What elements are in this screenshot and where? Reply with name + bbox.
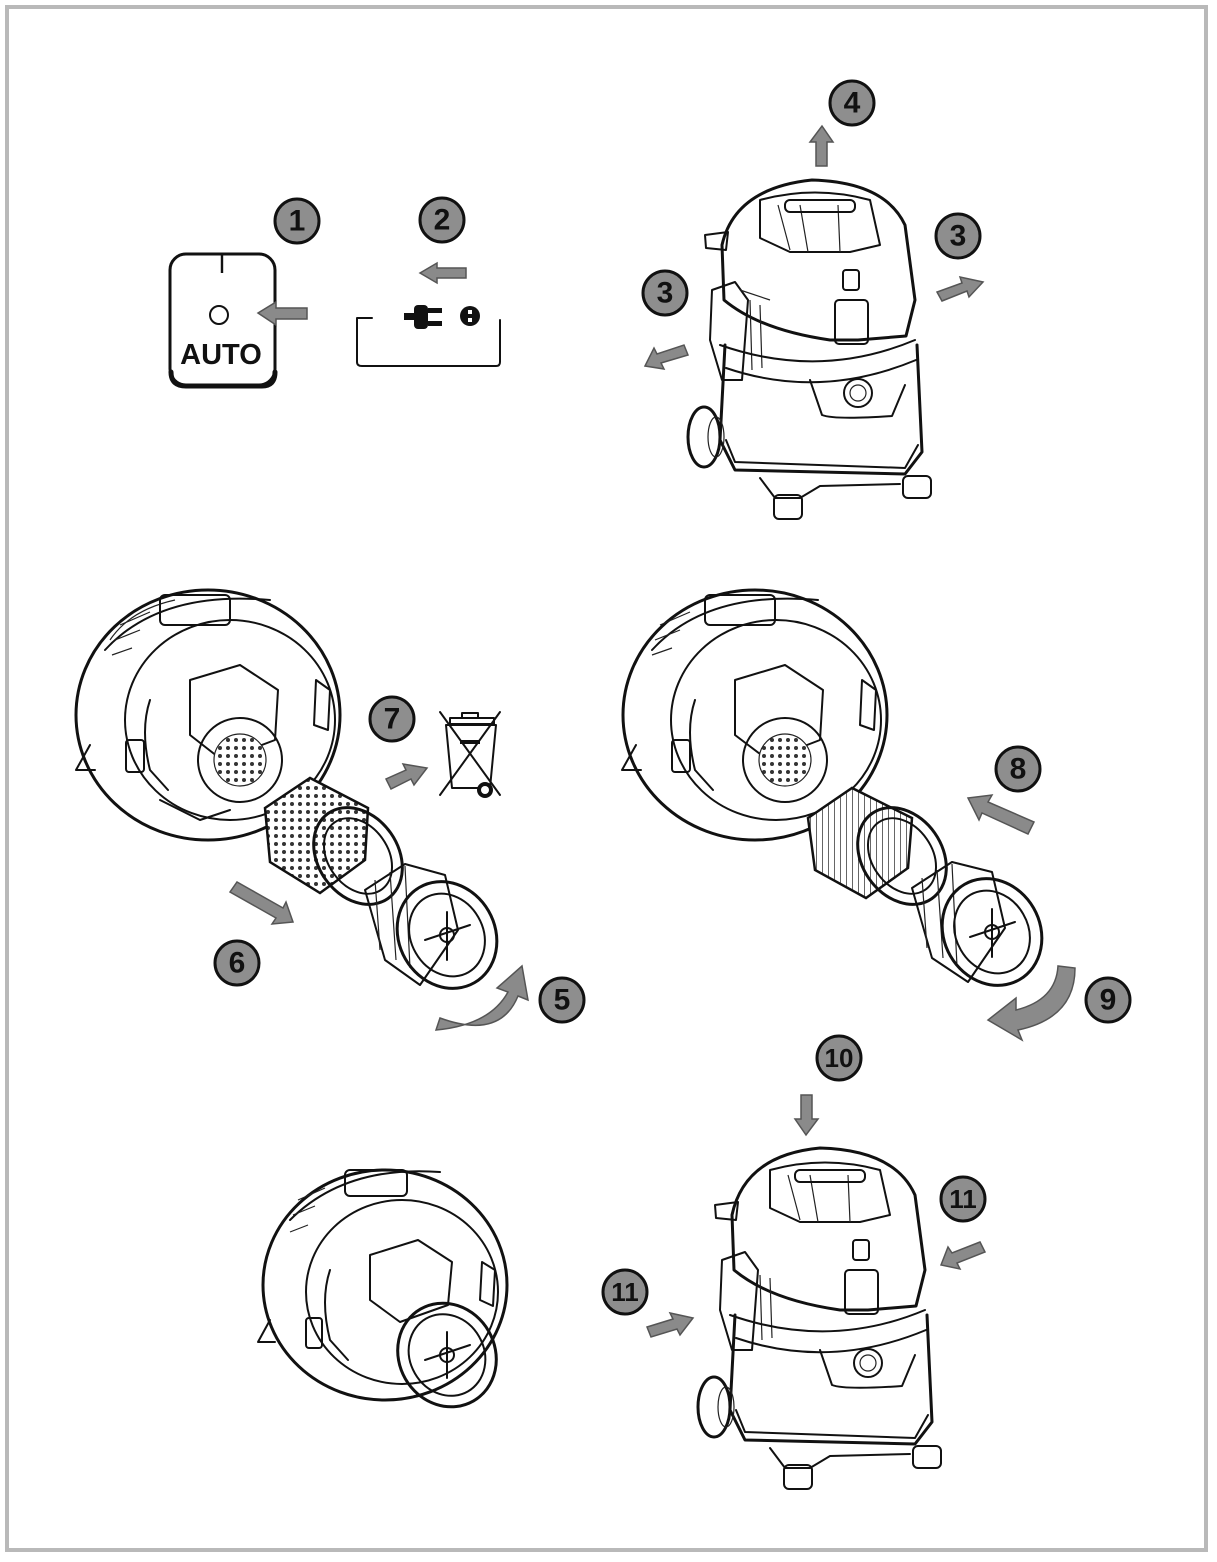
arrow-left-icon [939, 1241, 987, 1271]
arrow-down-icon [793, 1094, 820, 1137]
step-badge-10: 10 [815, 1034, 863, 1082]
step-number: 6 [229, 947, 246, 980]
switch-panel: I AUTO [168, 249, 278, 389]
pleated-filter [806, 786, 914, 900]
filter-cage [364, 863, 499, 990]
step-badge-3-left: 3 [641, 269, 689, 317]
filter-ring [312, 806, 404, 906]
step-badge-4: 4 [828, 79, 876, 127]
arrow-left-icon [643, 344, 690, 370]
arrow-up-left-icon [966, 794, 1036, 835]
step-number: 2 [434, 204, 451, 237]
step-number: 3 [950, 220, 967, 253]
step-badge-11-right: 11 [939, 1175, 987, 1223]
step-badge-11-left: 11 [601, 1268, 649, 1316]
step-number: 8 [1010, 753, 1027, 786]
step-badge-5: 5 [538, 976, 586, 1024]
crossed-out-wheelie-bin-icon [439, 711, 501, 798]
step-number: 4 [844, 87, 861, 120]
step-number: 5 [554, 984, 571, 1017]
arrow-down-right-icon [228, 881, 295, 925]
step-number: 11 [949, 1184, 977, 1214]
rotate-arrow-icon [434, 964, 529, 1031]
arrow-right-icon [935, 275, 985, 302]
rotate-arrow-icon [986, 965, 1076, 1042]
step-number: 10 [825, 1043, 854, 1073]
step-number: 7 [384, 703, 401, 736]
step-badge-7: 7 [368, 695, 416, 743]
power-plug-icon [404, 305, 480, 329]
vacuum-head-underside-right [621, 588, 889, 842]
step-badge-3-right: 3 [934, 212, 982, 260]
vacuum-cleaner-illustration [686, 178, 932, 520]
step-number: 9 [1100, 984, 1117, 1017]
filter-ring [856, 806, 948, 906]
step-badge-1: 1 [273, 197, 321, 245]
step-number: 1 [289, 205, 306, 238]
power-socket-icon [356, 317, 501, 367]
step-badge-2: 2 [418, 196, 466, 244]
off-mark-icon [209, 305, 229, 325]
arrow-left-icon [418, 261, 467, 285]
arrow-up-icon [808, 124, 835, 167]
filter-cage [911, 861, 1044, 987]
step-number: 11 [611, 1277, 639, 1307]
step-badge-8: 8 [994, 745, 1042, 793]
step-number: 3 [657, 277, 674, 310]
on-mark: I [218, 249, 225, 279]
auto-label: AUTO [180, 339, 262, 371]
step-badge-9: 9 [1084, 976, 1132, 1024]
step-badge-6: 6 [213, 939, 261, 987]
arrow-right-icon [384, 763, 429, 791]
foam-filter-mesh [263, 776, 370, 895]
arrow-left-icon [256, 300, 308, 327]
vacuum-cleaner-reassembled [696, 1146, 942, 1490]
vacuum-head-underside-left [74, 588, 342, 842]
arrow-right-icon [646, 1311, 695, 1338]
vacuum-head-with-filter [257, 1168, 509, 1409]
